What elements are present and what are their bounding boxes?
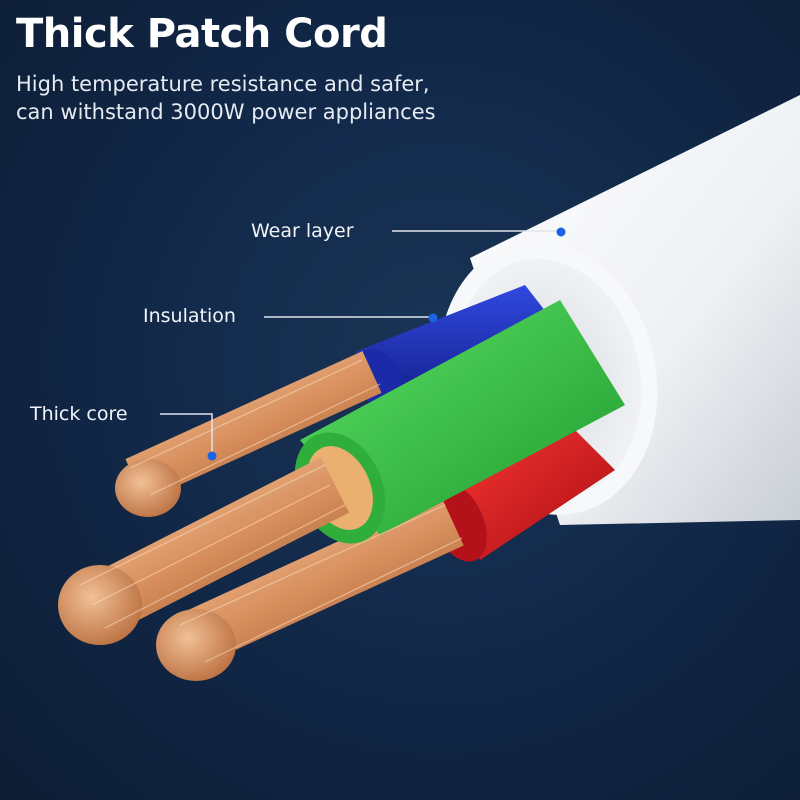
red-wire-core-end: [156, 609, 236, 681]
page-title: Thick Patch Cord: [16, 11, 388, 57]
page-subtitle: High temperature resistance and safer, c…: [16, 70, 536, 126]
copper-strand-highlights: [79, 359, 463, 663]
red-wire: [156, 415, 615, 681]
wear-layer-label: Wear layer: [251, 220, 354, 242]
callout-wear-layer: [392, 227, 566, 237]
insulation-label: Insulation: [143, 305, 236, 327]
blue-wire-core-end: [115, 459, 181, 517]
subtitle-line-1: High temperature resistance and safer,: [16, 72, 430, 96]
callout-insulation: [264, 313, 438, 323]
thick-core-label: Thick core: [30, 403, 128, 425]
blue-wire: [115, 285, 560, 517]
green-wire: [58, 300, 625, 645]
callout-thick-core: [160, 413, 217, 461]
subtitle-line-2: can withstand 3000W power appliances: [16, 100, 436, 124]
green-wire-core-end: [58, 565, 142, 645]
